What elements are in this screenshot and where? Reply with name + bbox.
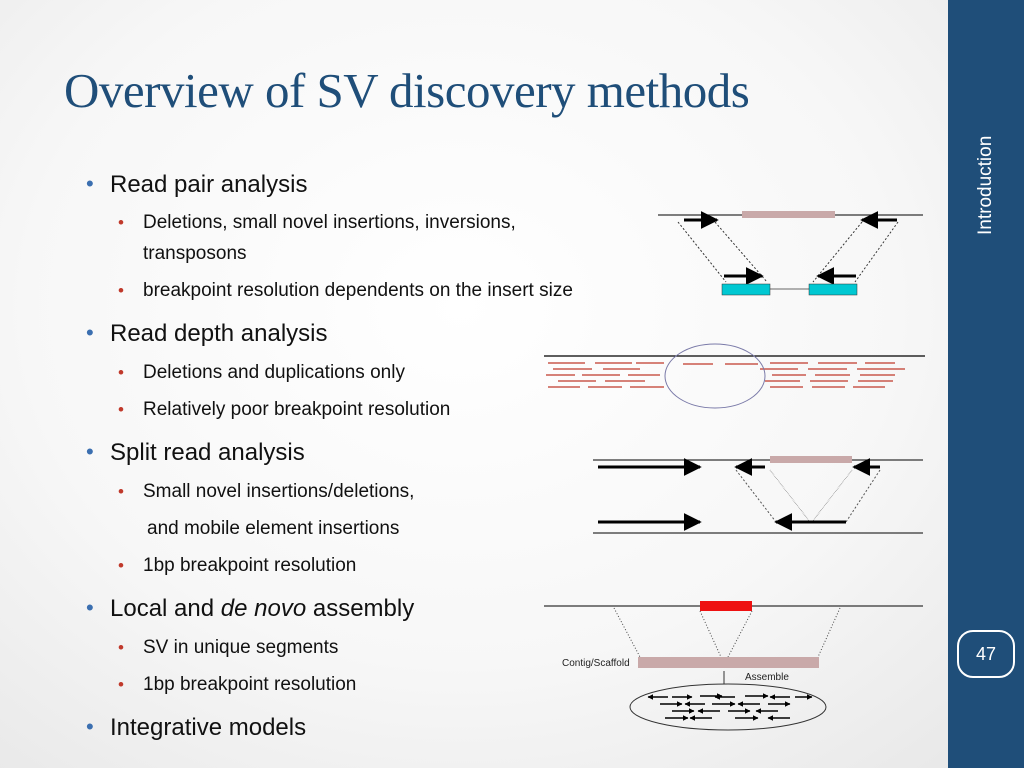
assembly-diagram: Contig/Scaffold Assemble: [544, 601, 923, 731]
assemble-label: Assemble: [745, 672, 789, 683]
sub-bullet-read-pair-1-cont: transposons: [143, 243, 247, 264]
bullet-integrative: Integrative models: [110, 714, 307, 741]
sub-bullet-split-read-1: Small novel insertions/deletions,: [143, 481, 415, 502]
bullet-read-pair: Read pair analysis: [110, 171, 308, 198]
split-read-diagram: [593, 456, 923, 534]
bullet-dot: •: [86, 439, 94, 464]
sub-bullet-read-pair-2: breakpoint resolution dependents on the …: [143, 280, 573, 301]
read-pair-diagram: [658, 211, 923, 296]
page-number-badge: 47: [957, 630, 1015, 678]
bullet-dot: •: [86, 320, 94, 345]
bullet-dot: •: [86, 595, 94, 620]
sub-bullet-dot: •: [118, 363, 124, 382]
bullet-assembly: Local and de novo assembly: [110, 595, 415, 622]
read-depth-diagram: [544, 343, 925, 409]
sub-bullet-split-read-2: 1bp breakpoint resolution: [143, 555, 357, 576]
bullet-read-depth: Read depth analysis: [110, 320, 328, 347]
sub-bullet-dot: •: [118, 281, 124, 300]
bullet-dot: •: [86, 714, 94, 739]
sub-bullet-dot: •: [118, 675, 124, 694]
contig-scaffold-label: Contig/Scaffold: [562, 658, 630, 669]
sub-bullet-assembly-2: 1bp breakpoint resolution: [143, 674, 357, 695]
sub-bullet-dot: •: [118, 638, 124, 657]
sub-bullet-dot: •: [118, 400, 124, 419]
slide-title: Overview of SV discovery methods: [64, 63, 750, 118]
sidebar-panel: Introduction 47: [948, 0, 1024, 768]
sub-bullet-read-pair-1: Deletions, small novel insertions, inver…: [143, 212, 516, 233]
sub-bullet-dot: •: [118, 482, 124, 501]
sub-bullet-assembly-1: SV in unique segments: [143, 637, 339, 658]
bullet-split-read: Split read analysis: [110, 439, 305, 466]
sub-bullet-dot: •: [118, 556, 124, 575]
sub-bullet-split-read-1-cont: and mobile element insertions: [147, 518, 400, 539]
bullet-dot: •: [86, 171, 94, 196]
sub-bullet-dot: •: [118, 213, 124, 232]
sub-bullet-read-depth-2: Relatively poor breakpoint resolution: [143, 399, 451, 420]
sub-bullet-read-depth-1: Deletions and duplications only: [143, 362, 405, 383]
